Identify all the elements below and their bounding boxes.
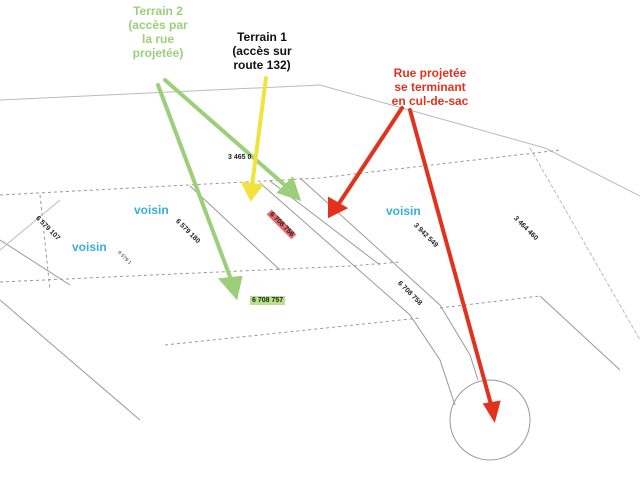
boundary-dashed-mid [0, 261, 401, 283]
callout-line: (accès sur [232, 44, 292, 58]
arrow-terrain1 [250, 76, 268, 188]
callout-line: en cul-de-sac [391, 94, 469, 108]
callout-terrain2: Terrain 2 (accès par la rue projetée) [118, 4, 198, 60]
arrow-terrain2-a [156, 83, 234, 284]
arrow-terrain2-b [163, 78, 290, 190]
cul-de-sac [449, 379, 531, 461]
callout-line: la rue [141, 32, 174, 46]
boundary-top [0, 84, 640, 197]
callout-line: projetée) [132, 46, 184, 60]
callout-line: (accès par [128, 18, 188, 32]
arrow-rue-b [408, 108, 494, 410]
neighbor-label-center: voisin [134, 203, 169, 217]
callout-line: route 132) [233, 58, 291, 72]
callout-line: Rue projetée [393, 66, 467, 80]
lot-number-top: 3 465 0 [228, 154, 252, 161]
callout-line: se terminant [394, 80, 466, 94]
callout-terrain1: Terrain 1 (accès sur route 132) [222, 30, 302, 72]
boundary-dashed-right [439, 295, 541, 309]
callout-line: Terrain 2 [133, 4, 183, 18]
neighbor-label-right: voisin [386, 204, 421, 218]
lot-number-terrain2: 6 708 757 [250, 296, 286, 305]
callout-rue: Rue projetée se terminant en cul-de-sac [380, 66, 480, 108]
callout-line: Terrain 1 [237, 30, 287, 44]
neighbor-label-left: voisin [72, 240, 107, 254]
boundary-dashed-upper [0, 149, 561, 196]
boundary-dashed-low [164, 317, 421, 346]
arrow-rue-a [336, 106, 404, 207]
